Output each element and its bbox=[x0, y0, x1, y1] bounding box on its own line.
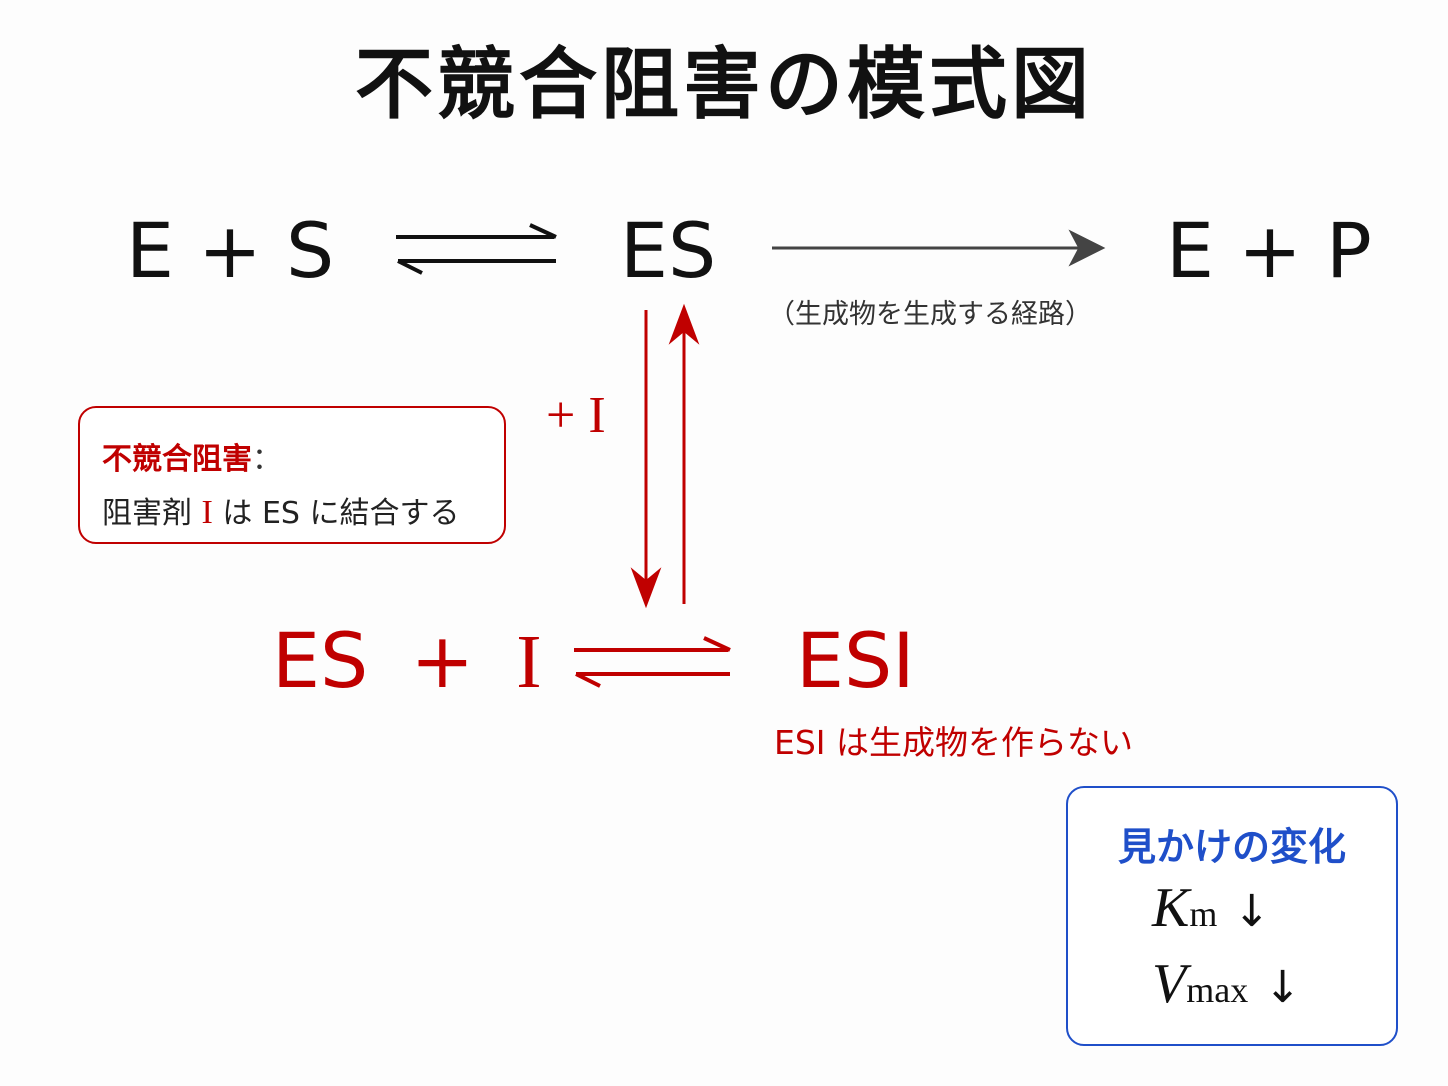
equilibrium-arrow-bottom bbox=[574, 636, 731, 688]
inhibitor-symbol: I bbox=[588, 387, 606, 444]
inhibitor-symbol-bottom: I bbox=[516, 620, 542, 704]
plus-inhibitor-label: + I bbox=[546, 386, 606, 445]
equilibrium-arrow-top bbox=[396, 223, 557, 275]
callout-heading-text: 不競合阻害 bbox=[102, 442, 252, 477]
callout-colon: ： bbox=[252, 442, 282, 477]
callout-text-after: は ES に結合する bbox=[222, 496, 460, 531]
esi-note: ESI は生成物を作らない bbox=[774, 723, 1134, 762]
product-arrow bbox=[772, 229, 1106, 267]
species-es-plus-i: ES + I bbox=[272, 616, 542, 706]
callout-text-before: 阻害剤 bbox=[102, 496, 192, 531]
vmax-down-arrow-icon: ↓ bbox=[1264, 962, 1302, 1013]
callout-heading: 不競合阻害： bbox=[102, 434, 282, 478]
apparent-change-box: 見かけの変化 Km ↓ Vmax ↓ bbox=[1066, 786, 1398, 1046]
vmax-change: Vmax ↓ bbox=[1152, 952, 1301, 1016]
pathway-note: （生成物を生成する経路） bbox=[768, 299, 1092, 330]
page-title: 不競合阻害の模式図 bbox=[354, 40, 1093, 130]
vertical-arrow-up bbox=[668, 303, 700, 604]
uncompetitive-callout: 不競合阻害： 阻害剤 I は ES に結合する bbox=[78, 406, 506, 544]
km-change: Km ↓ bbox=[1152, 876, 1270, 940]
km-subscript: m bbox=[1189, 894, 1218, 934]
plus-sign-bottom: + bbox=[410, 616, 475, 705]
species-es-bottom: ES bbox=[272, 616, 369, 705]
species-es: ES bbox=[620, 206, 717, 295]
vertical-arrow-down bbox=[630, 310, 662, 609]
species-esi: ESI bbox=[796, 616, 915, 705]
vmax-symbol: V bbox=[1152, 953, 1187, 1015]
km-down-arrow-icon: ↓ bbox=[1233, 886, 1271, 937]
vmax-subscript: max bbox=[1186, 970, 1249, 1010]
species-e-plus-s: E + S bbox=[126, 206, 335, 295]
species-e-plus-p: E + P bbox=[1166, 206, 1372, 295]
plus-sign: + bbox=[546, 387, 576, 444]
km-symbol: K bbox=[1152, 877, 1190, 939]
apparent-change-heading: 見かけの変化 bbox=[1117, 825, 1346, 869]
callout-inhibitor: I bbox=[201, 494, 213, 531]
callout-body: 阻害剤 I は ES に結合する bbox=[102, 488, 460, 532]
